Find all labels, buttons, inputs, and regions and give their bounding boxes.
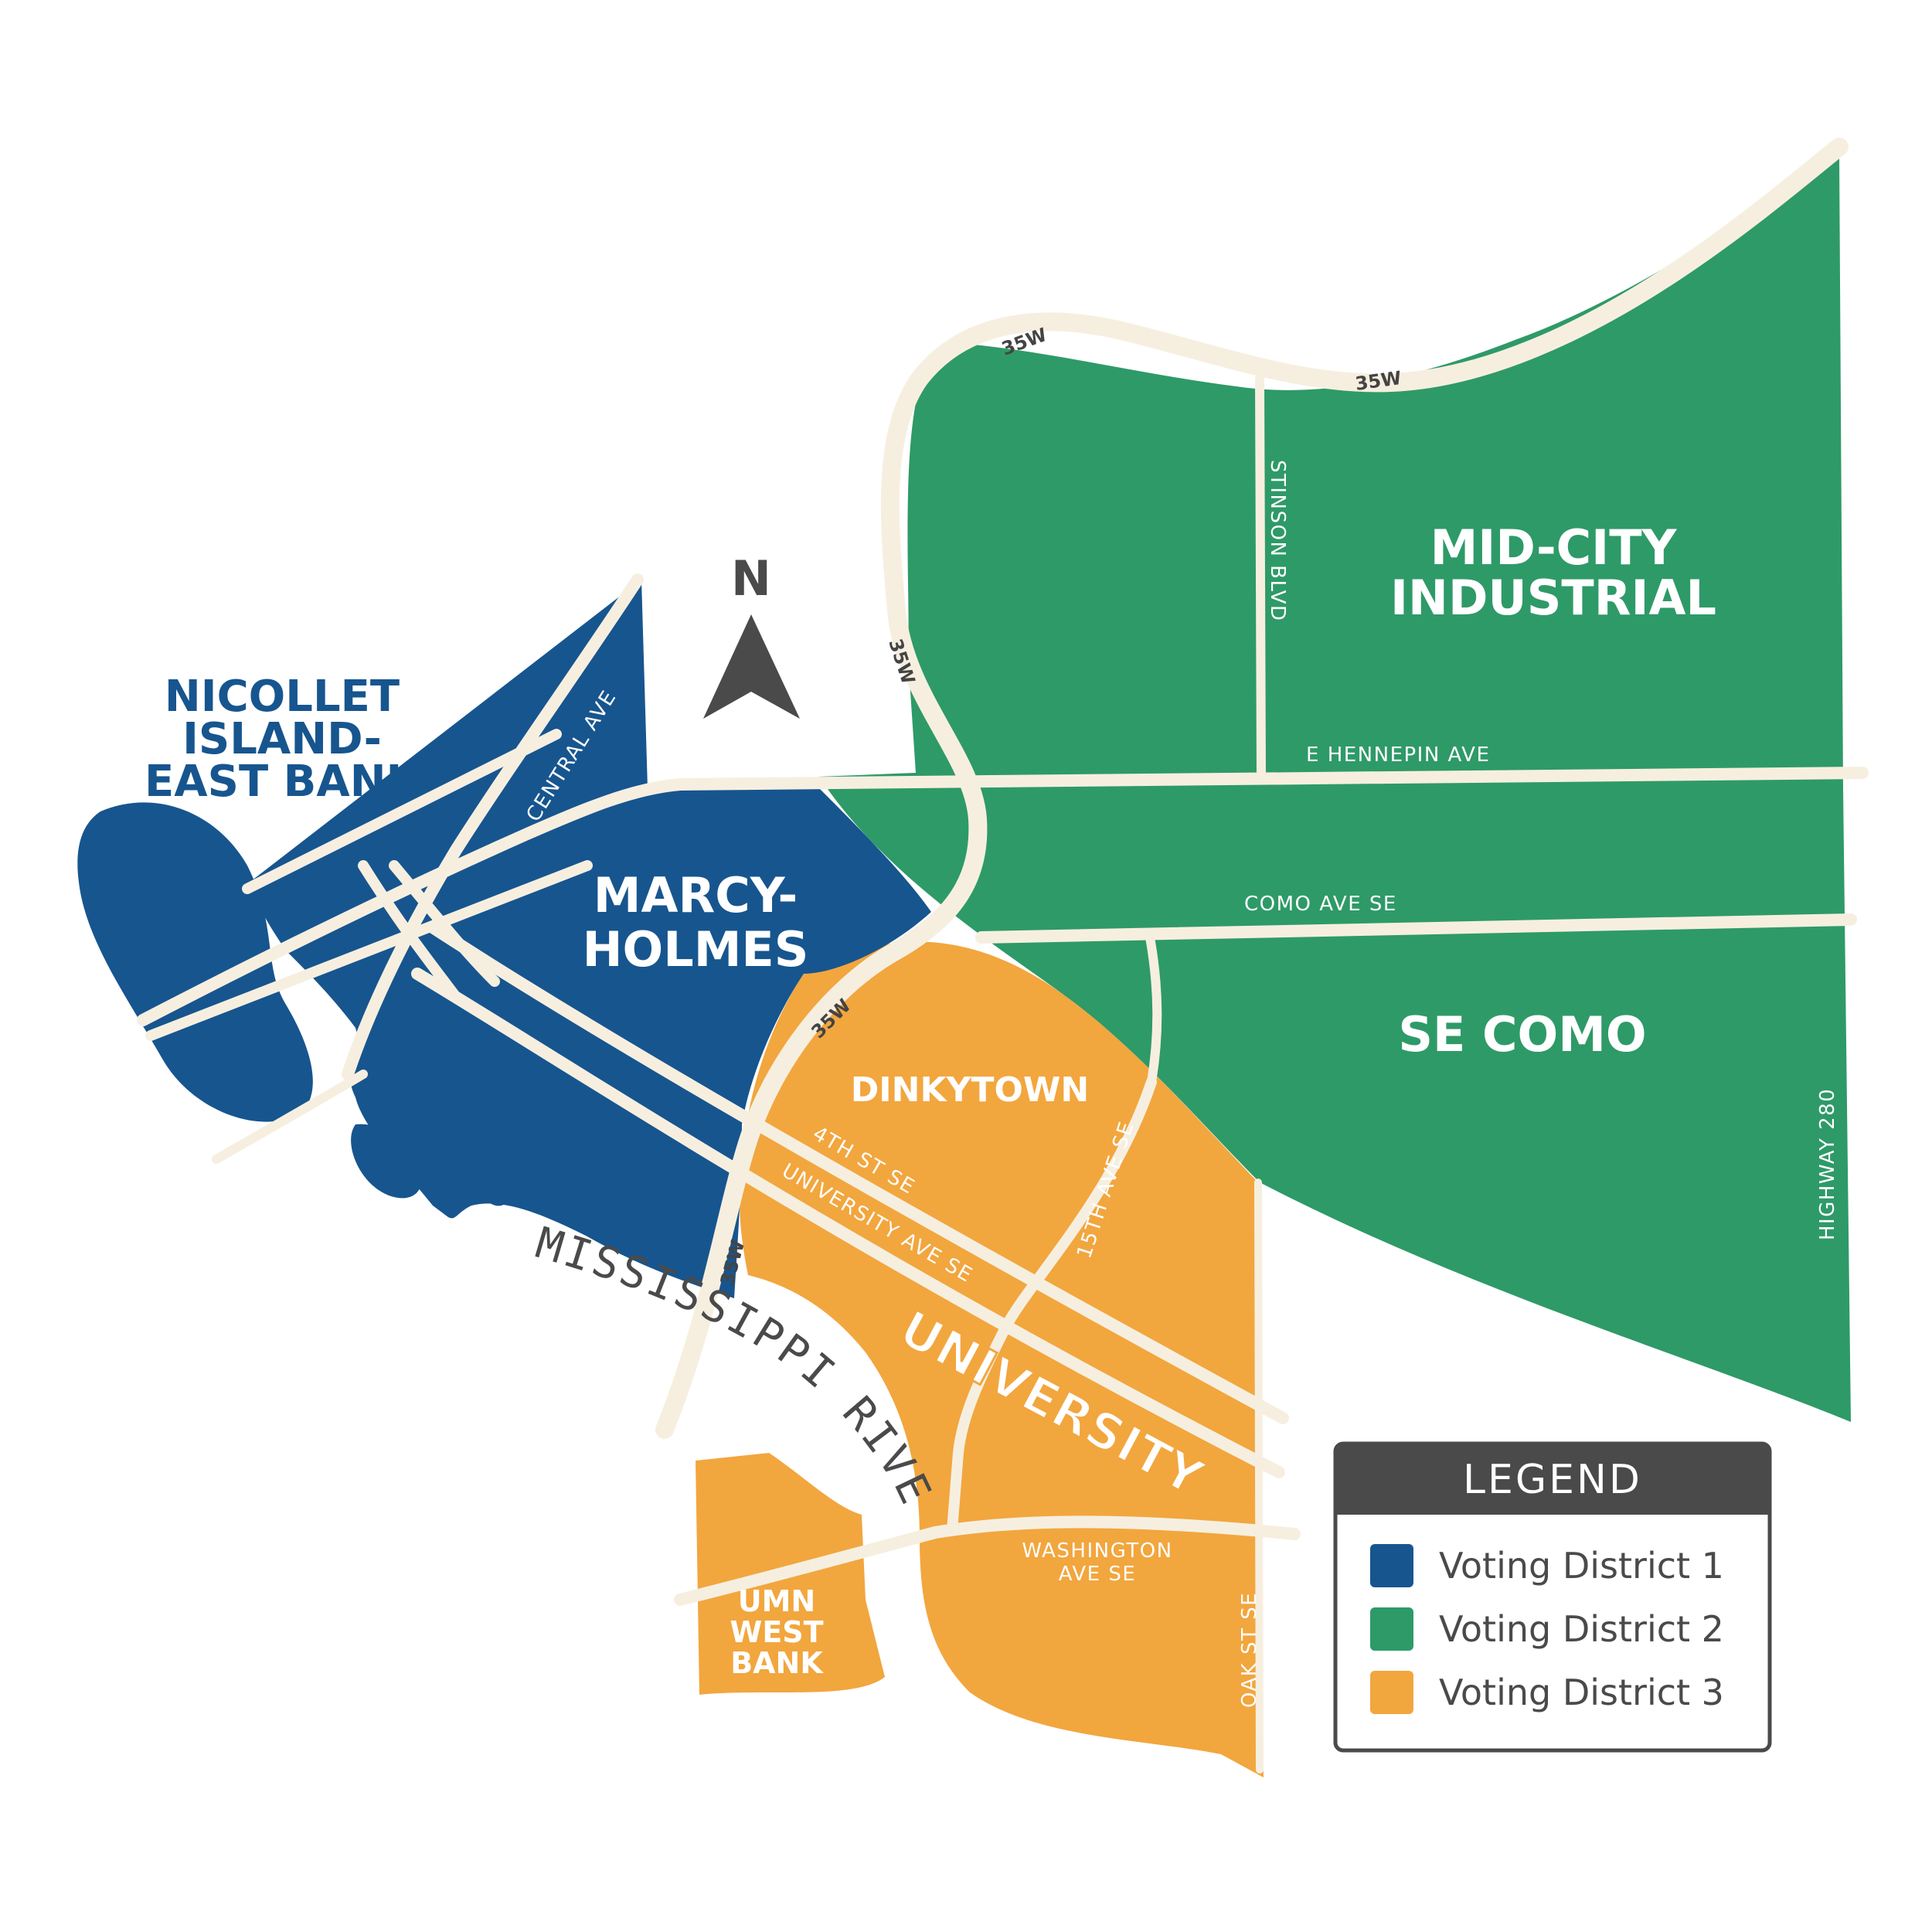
nw-diagonal-road-3	[389, 860, 500, 987]
label-marcy-1: MARCY-	[594, 867, 798, 923]
label-midcity-1: MID-CITY	[1430, 519, 1678, 576]
label-nicollet-2: ISLAND-	[182, 714, 382, 764]
fourth-st-se-road	[427, 921, 1289, 1424]
label-oak-st: OAK ST SE	[1238, 1592, 1261, 1708]
small-island	[351, 1124, 422, 1199]
east-bank-marcy-holmes-region	[251, 580, 931, 1298]
nw-diagonal-road-1	[242, 729, 562, 894]
label-nicollet-1: NICOLLET	[165, 672, 400, 722]
legend: LEGEND Voting District 1 Voting District…	[1333, 1441, 1772, 1753]
fifteenth-north-road	[1145, 933, 1162, 1087]
university-ave-se-road	[411, 968, 1285, 1478]
label-stinson-blvd: STINSON BLVD	[1266, 460, 1289, 621]
label-midcity-2: INDUSTRIAL	[1390, 570, 1716, 626]
label-como-ave: COMO AVE SE	[1244, 893, 1397, 916]
stinson-blvd-road	[1255, 374, 1266, 781]
north-arrow-icon: N	[703, 550, 800, 719]
legend-label-3: Voting District 3	[1439, 1672, 1724, 1713]
legend-title: LEGEND	[1463, 1457, 1642, 1503]
label-dinkytown: DINKYTOWN	[851, 1070, 1089, 1110]
legend-swatch-3	[1370, 1671, 1413, 1714]
road-network	[137, 138, 1869, 1774]
district-2-area	[819, 155, 1851, 1422]
label-westbank-1: UMN	[738, 1584, 815, 1618]
oak-st-se-road	[1254, 1179, 1264, 1774]
fifteenth-ave-se-road	[947, 1077, 1157, 1536]
compass-letter: N	[731, 550, 771, 607]
label-nicollet-3: EAST BANK	[145, 757, 422, 807]
label-e-hennepin: E HENNEPIN AVE	[1306, 743, 1490, 767]
label-highway-280: HIGHWAY 280	[1816, 1088, 1839, 1240]
label-marcy-2: HOLMES	[583, 921, 809, 978]
e-hennepin-ave-road	[137, 767, 1869, 1026]
washington-ave-se-road	[674, 1515, 1301, 1606]
nicollet-island-region	[77, 802, 313, 1122]
label-westbank-2: WEST	[730, 1615, 823, 1649]
west-parallel-road	[145, 860, 593, 1041]
interstate-35w-road	[655, 138, 1849, 1439]
compass-arrow	[703, 614, 800, 719]
legend-header	[1335, 1444, 1770, 1515]
legend-swatch-1	[1370, 1544, 1413, 1587]
central-ave-road	[342, 573, 644, 1080]
southwest-road	[212, 1070, 368, 1164]
label-washington-2: AVE SE	[1059, 1563, 1137, 1586]
label-se-como: SE COMO	[1398, 1006, 1646, 1063]
como-ave-se-road	[975, 913, 1857, 944]
mid-city-se-como-region	[819, 155, 1851, 1422]
university-region	[739, 941, 1264, 1777]
small-island-2	[470, 1136, 512, 1206]
legend-label-1: Voting District 1	[1439, 1545, 1724, 1587]
legend-label-2: Voting District 2	[1439, 1608, 1724, 1650]
label-westbank-3: BANK	[730, 1646, 824, 1680]
label-washington-1: WASHINGTON	[1022, 1539, 1172, 1563]
legend-swatch-2	[1370, 1607, 1413, 1651]
